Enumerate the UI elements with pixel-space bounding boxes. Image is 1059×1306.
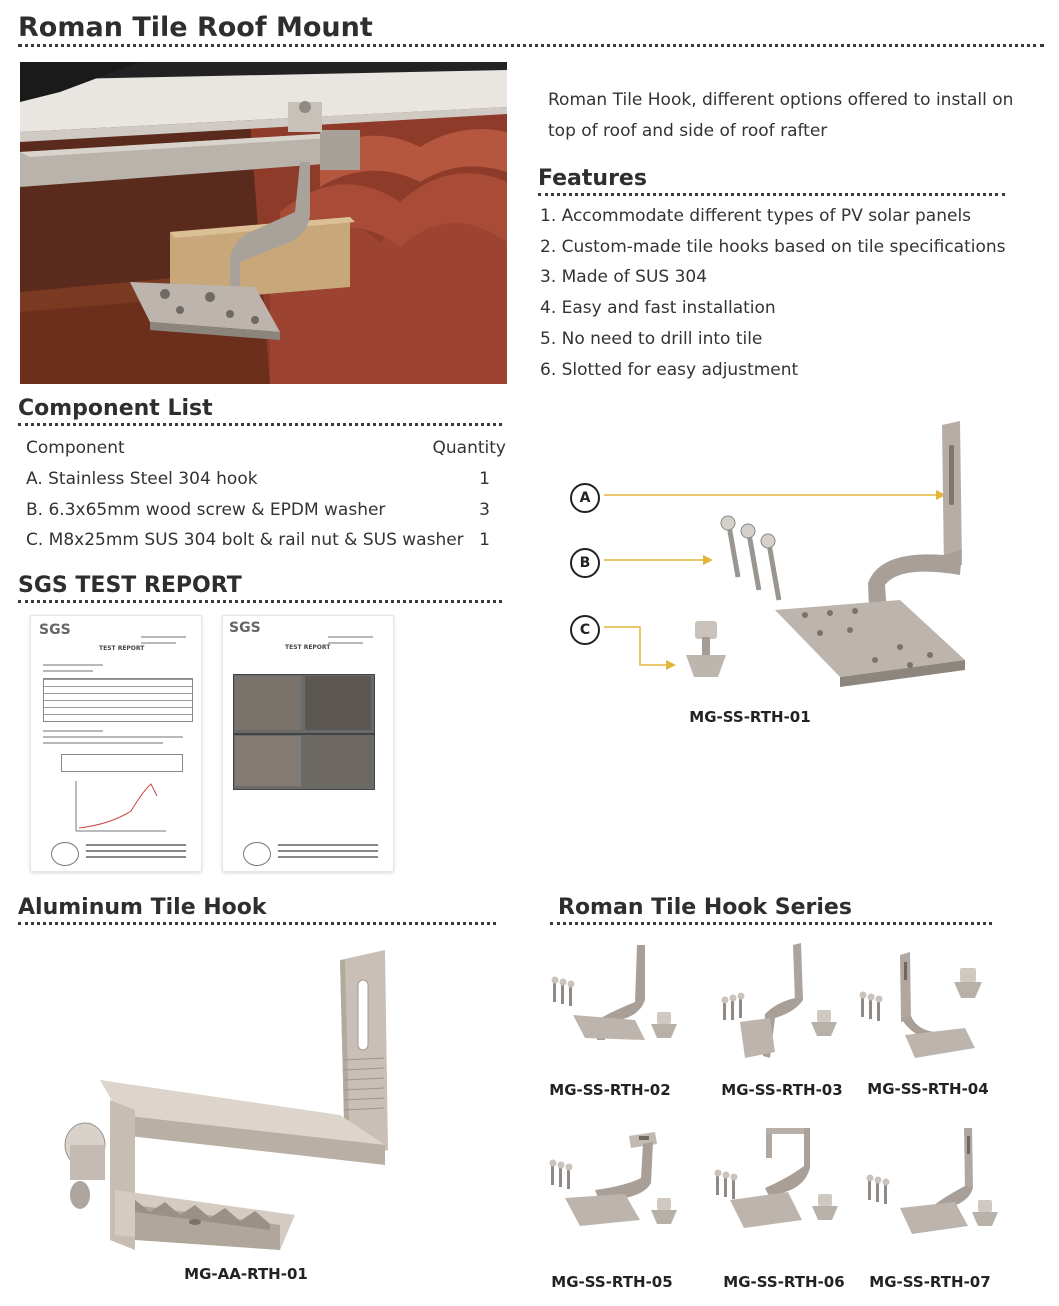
feature-item: 2. Custom-made tile hooks based on tile … xyxy=(540,237,1006,257)
sgs-report-page-1: SGS TEST REPORT xyxy=(30,615,202,872)
model-label: MG-SS-RTH-04 xyxy=(867,1080,989,1098)
intro-line-2: top of roof and side of roof rafter xyxy=(548,121,828,141)
component-row: C. M8x25mm SUS 304 bolt & rail nut & SUS… xyxy=(26,530,506,550)
sgs-divider xyxy=(18,600,502,603)
component-qty: 1 xyxy=(479,530,490,550)
exploded-hook-illustration xyxy=(604,421,965,687)
sgs-logo: SGS xyxy=(229,620,261,636)
aluminum-divider xyxy=(18,922,496,925)
component-qty: 3 xyxy=(479,500,490,520)
features-divider xyxy=(538,193,1005,196)
callout-b: B xyxy=(570,548,600,578)
report-heading: TEST REPORT xyxy=(99,645,145,652)
series-hook-07-illustration xyxy=(866,1128,998,1234)
series-hook-05-illustration xyxy=(549,1132,677,1226)
model-label: MG-SS-RTH-02 xyxy=(549,1081,671,1099)
report-heading: TEST REPORT xyxy=(285,644,331,651)
component-header: Component xyxy=(26,438,125,458)
aluminum-hook-illustration xyxy=(64,950,388,1250)
sgs-title: SGS TEST REPORT xyxy=(18,573,242,598)
quantity-header: Quantity xyxy=(432,438,506,458)
component-header-row: Component Quantity xyxy=(26,438,506,458)
component-name: A. Stainless Steel 304 hook xyxy=(26,469,258,489)
series-hook-06-illustration xyxy=(714,1128,838,1228)
title-divider xyxy=(18,44,1044,47)
feature-item: 4. Easy and fast installation xyxy=(540,298,776,318)
model-label: MG-SS-RTH-07 xyxy=(869,1273,991,1291)
feature-item: 3. Made of SUS 304 xyxy=(540,267,708,287)
component-qty: 1 xyxy=(479,469,490,489)
component-list-title: Component List xyxy=(18,396,213,421)
series-hook-04-illustration xyxy=(859,952,982,1058)
model-label: MG-SS-RTH-03 xyxy=(721,1081,843,1099)
model-label: MG-AA-RTH-01 xyxy=(184,1265,308,1283)
feature-item: 1. Accommodate different types of PV sol… xyxy=(540,206,972,226)
series-hook-03-illustration xyxy=(721,943,837,1058)
model-label: MG-SS-RTH-01 xyxy=(689,708,811,726)
feature-item: 5. No need to drill into tile xyxy=(540,329,763,349)
model-label: MG-SS-RTH-06 xyxy=(723,1273,845,1291)
features-title: Features xyxy=(538,166,647,191)
feature-item: 6. Slotted for easy adjustment xyxy=(540,360,799,380)
component-row: B. 6.3x65mm wood screw & EPDM washer 3 xyxy=(26,500,506,520)
series-divider xyxy=(550,922,992,925)
page-title: Roman Tile Roof Mount xyxy=(18,12,373,43)
series-hook-02-illustration xyxy=(551,945,677,1040)
roof-mount-photo xyxy=(20,62,507,384)
callout-a: A xyxy=(570,483,600,513)
component-row: A. Stainless Steel 304 hook 1 xyxy=(26,469,506,489)
intro-line-1: Roman Tile Hook, different options offer… xyxy=(548,90,1014,110)
series-title: Roman Tile Hook Series xyxy=(558,895,852,920)
sgs-logo: SGS xyxy=(39,622,71,638)
callout-c: C xyxy=(570,615,600,645)
component-name: B. 6.3x65mm wood screw & EPDM washer xyxy=(26,500,386,520)
aluminum-title: Aluminum Tile Hook xyxy=(18,895,267,920)
component-list-divider xyxy=(18,423,502,426)
component-name: C. M8x25mm SUS 304 bolt & rail nut & SUS… xyxy=(26,530,464,550)
model-label: MG-SS-RTH-05 xyxy=(551,1273,673,1291)
sgs-report-page-2: SGS TEST REPORT xyxy=(222,615,394,872)
